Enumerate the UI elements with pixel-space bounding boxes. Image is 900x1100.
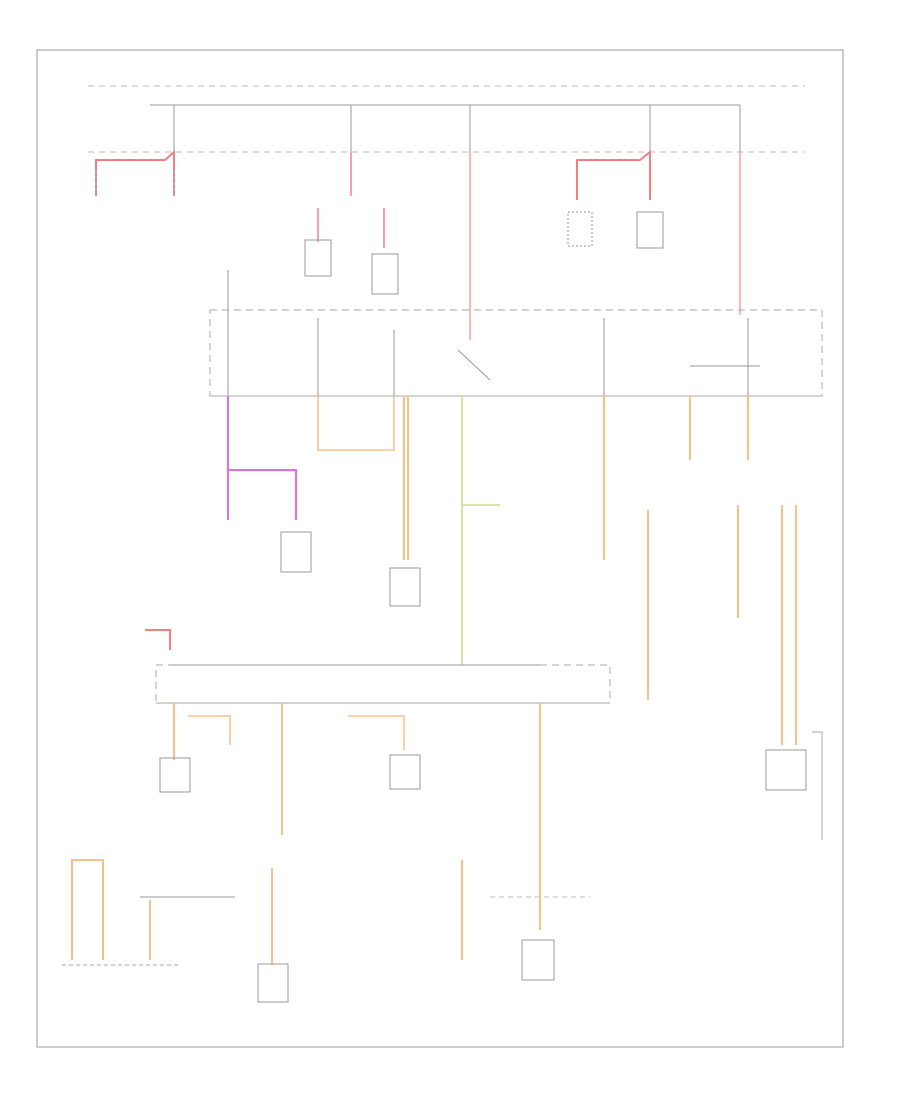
orange-wire-bottom-1: [71, 859, 104, 960]
diagram-frame: [36, 49, 844, 1048]
red-wire-lower: [145, 629, 171, 650]
component-right-1: [765, 749, 807, 791]
component-lower-1: [159, 757, 191, 793]
component-mid-2: [389, 567, 421, 607]
orange-wire-mid-1: [317, 396, 395, 451]
orange-wire-lower-4: [348, 715, 405, 750]
component-bottom-1: [257, 963, 289, 1003]
fuse-block-middle: [209, 309, 823, 397]
component-top-4: [636, 211, 664, 249]
component-top-1: [304, 239, 332, 277]
magenta-wire: [227, 396, 297, 520]
component-top-2: [371, 253, 399, 295]
switch-line: [457, 349, 491, 381]
red-wire-right-branch: [576, 149, 651, 200]
red-wire-left: [95, 149, 175, 196]
fuse-block-lower: [155, 664, 611, 704]
component-top-3: [567, 211, 593, 247]
component-mid-1: [280, 531, 312, 573]
component-lower-2: [389, 754, 421, 790]
component-bottom-2: [521, 939, 555, 981]
orange-wire-lower-2: [188, 715, 231, 745]
right-bracket: [812, 731, 823, 840]
